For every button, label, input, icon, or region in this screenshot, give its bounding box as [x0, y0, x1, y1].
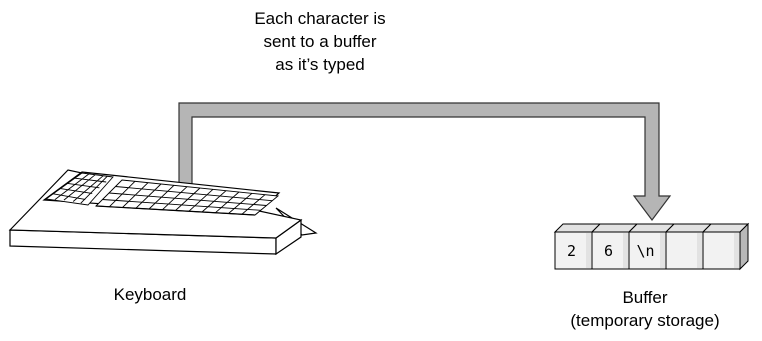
- buffer-label: Buffer (temporary storage): [515, 286, 762, 332]
- keyboard-label-text: Keyboard: [60, 283, 240, 306]
- buffer-cell-value: 6: [604, 242, 613, 260]
- buffer-cells: 2 6 \n: [555, 224, 748, 269]
- keyboard-icon: [10, 170, 316, 254]
- buffer-cell-value: 2: [567, 242, 576, 260]
- buffer-cell-value: \n: [636, 242, 654, 260]
- keyboard-label: Keyboard: [60, 283, 240, 306]
- buffer-label-line: (temporary storage): [515, 309, 762, 332]
- buffer-label-line: Buffer: [515, 286, 762, 309]
- buffer-cell: [703, 224, 748, 269]
